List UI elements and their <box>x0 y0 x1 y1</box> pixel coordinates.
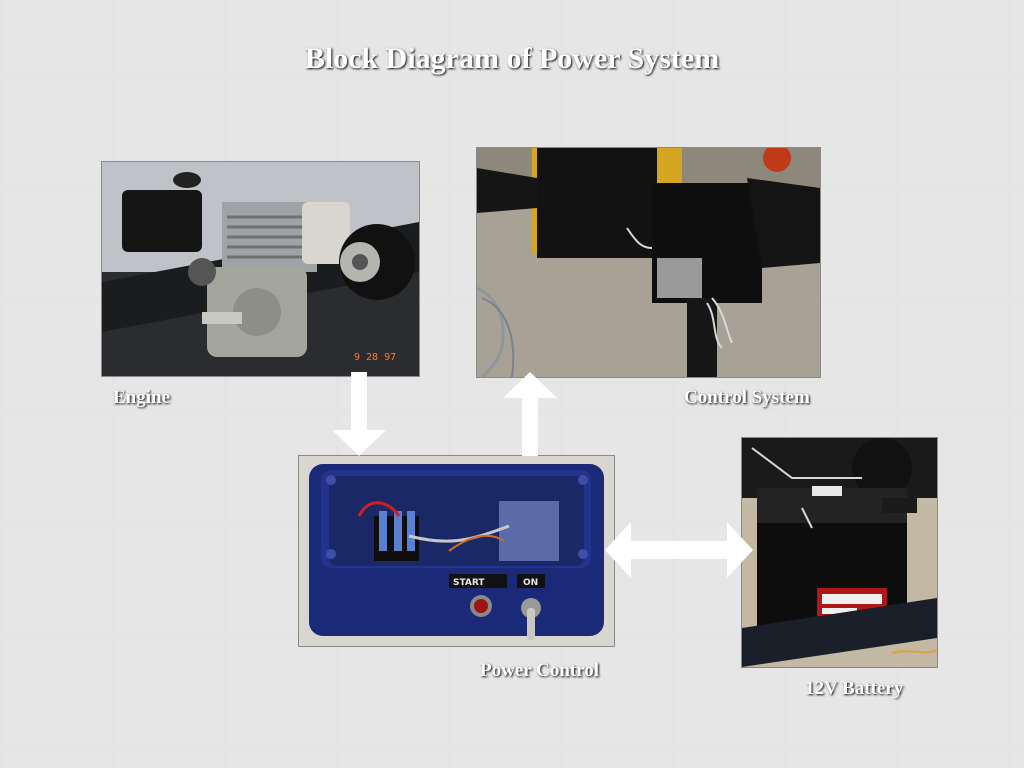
control-system-photo <box>477 148 820 377</box>
battery-photo <box>742 438 937 667</box>
power-control-to-control-system-arrow <box>503 372 557 456</box>
control-system-label: Control System <box>684 387 810 408</box>
on-label: ON <box>523 578 538 588</box>
engine-label: Engine <box>113 387 171 408</box>
power-control-battery-bidirectional-arrow <box>605 522 753 578</box>
battery-label: 12V Battery <box>805 678 904 699</box>
power-control-box-photo: START ON <box>299 456 614 646</box>
engine-date-stamp: 9 28 97 <box>354 352 396 363</box>
engine-to-power-control-arrow <box>332 372 386 456</box>
slide-title: Block Diagram of Power System <box>304 42 720 75</box>
power-control-label: Power Control <box>480 660 600 681</box>
engine-photo: 9 28 97 <box>102 162 419 376</box>
start-label: START <box>453 578 485 588</box>
